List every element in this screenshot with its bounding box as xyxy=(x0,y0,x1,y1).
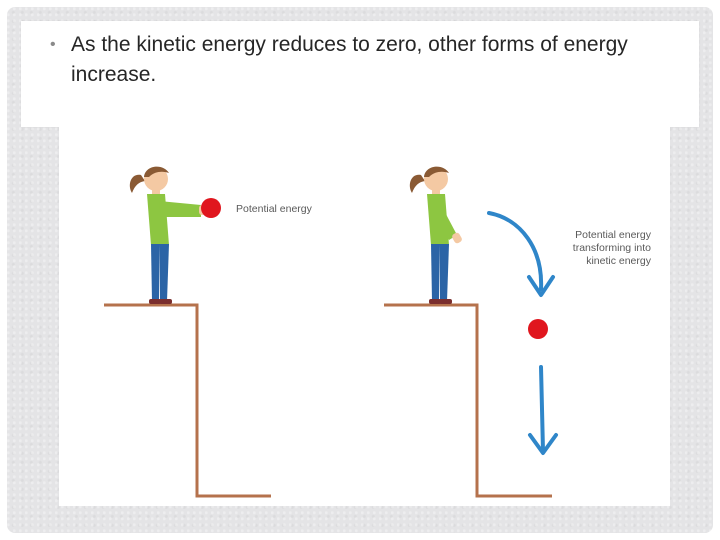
illustration-svg: Potential energy Po xyxy=(104,166,652,498)
down-arrow-icon xyxy=(528,365,558,455)
bullet-dot-icon: • xyxy=(50,36,56,53)
right-caption-line-2: transforming into xyxy=(573,242,651,254)
bullet-item: • As the kinetic energy reduces to zero,… xyxy=(49,30,671,90)
left-ledge xyxy=(104,303,271,498)
right-ledge xyxy=(384,303,552,498)
red-ball-icon xyxy=(201,198,221,218)
title-text-panel xyxy=(21,21,699,127)
girl-releasing-ball-icon xyxy=(409,166,462,304)
falling-ball-icon xyxy=(528,319,548,339)
curved-arrow-icon xyxy=(487,211,555,297)
left-caption: Potential energy xyxy=(236,203,313,215)
energy-illustration: Potential energy Po xyxy=(59,127,670,506)
girl-holding-ball-icon xyxy=(129,166,207,304)
bullet-text: As the kinetic energy reduces to zero, o… xyxy=(71,33,628,86)
right-caption-line-3: kinetic energy xyxy=(586,255,652,267)
right-caption-line-1: Potential energy xyxy=(575,229,652,241)
